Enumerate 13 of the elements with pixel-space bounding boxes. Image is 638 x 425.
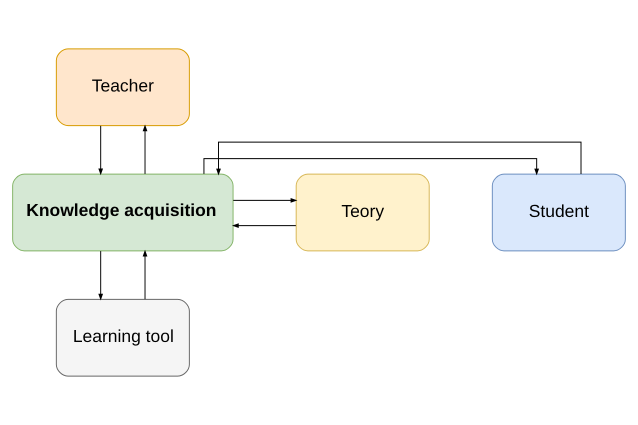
node-box: Student [492,174,626,252]
arrow [142,250,148,300]
arrow [98,125,104,176]
arrow [142,124,148,174]
arrow [216,142,582,176]
arrow [232,223,296,228]
node-box: Knowledge acquisition [12,174,234,252]
arrow [232,198,298,203]
node-box: Teacher [56,48,190,126]
node-box: Teory [296,174,430,252]
node-box: Learning tool [56,298,190,377]
arrow [98,250,104,301]
arrow [203,158,540,176]
